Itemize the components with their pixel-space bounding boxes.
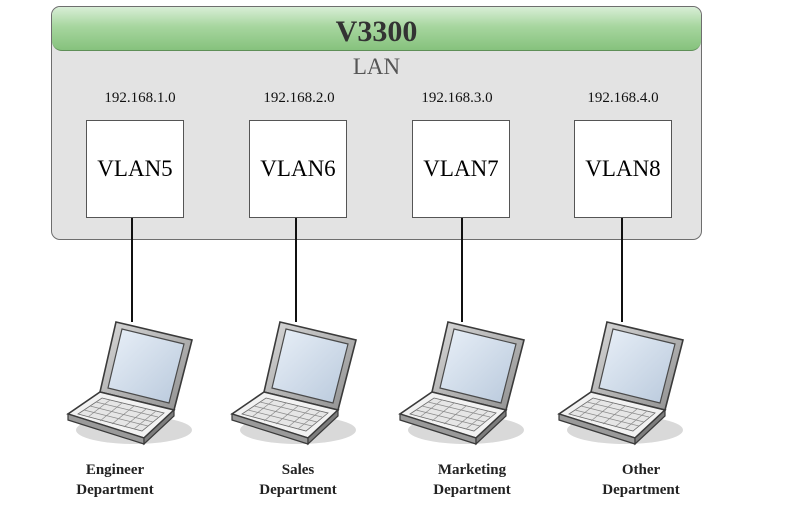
laptop-icon [388,318,528,453]
subnet-label-vlan7: 192.168.3.0 [397,90,517,106]
department-word: Department [407,480,537,500]
department-label-sales: Sales Department [233,460,363,500]
vlan-label: VLAN5 [97,156,172,182]
device-title: V3300 [52,16,701,48]
department-label-other: Other Department [576,460,706,500]
department-name: Other [576,460,706,480]
connection-line-vlan8 [621,218,623,322]
connection-line-vlan6 [295,218,297,322]
department-word: Department [576,480,706,500]
vlan-label: VLAN8 [585,156,660,182]
connection-line-vlan5 [131,218,133,322]
department-word: Department [50,480,180,500]
department-word: Department [233,480,363,500]
department-label-marketing: Marketing Department [407,460,537,500]
vlan-box-vlan6: VLAN6 [249,120,347,218]
vlan-box-vlan7: VLAN7 [412,120,510,218]
department-name: Sales [233,460,363,480]
connection-line-vlan7 [461,218,463,322]
laptop-icon [56,318,196,453]
vlan-box-vlan8: VLAN8 [574,120,672,218]
laptop-icon [547,318,687,453]
lan-label: LAN [52,55,701,79]
subnet-label-vlan6: 192.168.2.0 [239,90,359,106]
laptop-icon [220,318,360,453]
department-label-engineer: Engineer Department [50,460,180,500]
device-header-bar: V3300 [52,7,701,51]
vlan-label: VLAN7 [423,156,498,182]
vlan-box-vlan5: VLAN5 [86,120,184,218]
department-name: Marketing [407,460,537,480]
subnet-label-vlan8: 192.168.4.0 [563,90,683,106]
vlan-label: VLAN6 [260,156,335,182]
subnet-label-vlan5: 192.168.1.0 [80,90,200,106]
department-name: Engineer [50,460,180,480]
